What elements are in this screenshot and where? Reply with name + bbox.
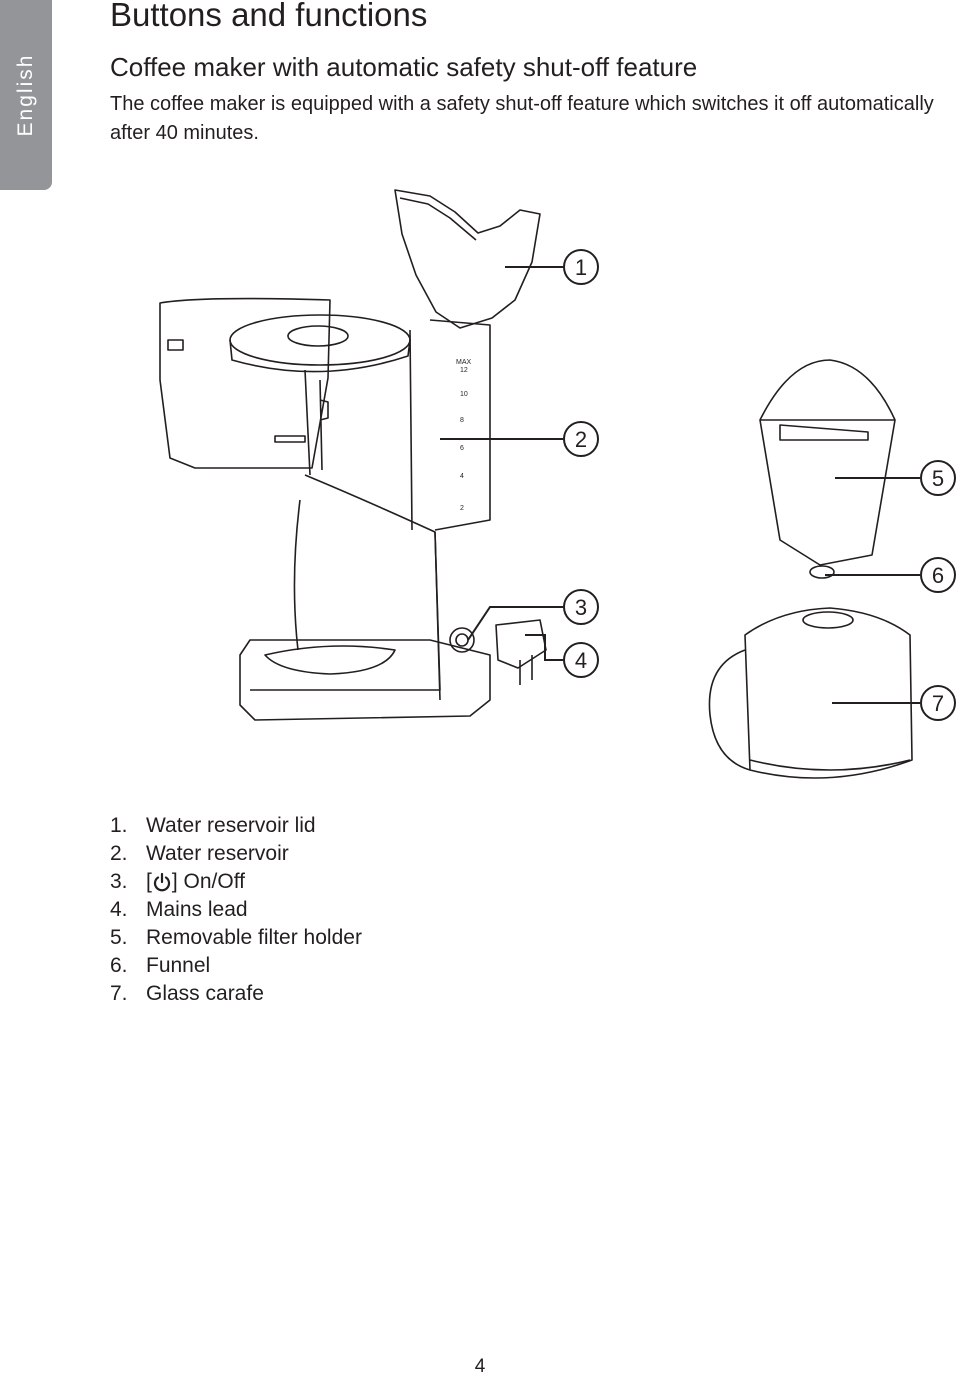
water-scale: MAX 12 10 8 6 4 2 — [456, 359, 472, 512]
carafe-drawing — [744, 607, 913, 779]
legend-item: 4. Mains lead — [110, 896, 362, 924]
svg-text:6: 6 — [932, 563, 944, 588]
language-tab: English — [0, 0, 52, 190]
svg-text:2: 2 — [575, 427, 587, 452]
power-icon — [153, 872, 170, 892]
callout-4: 4 — [563, 642, 599, 678]
callout-7: 7 — [920, 685, 956, 721]
scale-mark: 10 — [460, 391, 468, 398]
legend-text: Water reservoir — [146, 842, 289, 865]
callout-5: 5 — [920, 460, 956, 496]
legend-item: 6. Funnel — [110, 952, 362, 980]
legend-text: Water reservoir lid — [146, 814, 316, 837]
legend-text: Glass carafe — [146, 982, 264, 1005]
legend-number: 6. — [110, 954, 128, 977]
legend-number: 4. — [110, 898, 128, 921]
legend-text: [ — [146, 870, 152, 893]
scale-mark: 6 — [460, 445, 464, 452]
section-subtitle: Coffee maker with automatic safety shut-… — [110, 52, 698, 82]
intro-paragraph: The coffee maker is equipped with a safe… — [110, 93, 934, 144]
callout-6: 6 — [920, 557, 956, 593]
legend-text: Removable filter holder — [146, 926, 362, 949]
lid-drawing — [394, 189, 541, 329]
switch-drawing — [449, 627, 475, 653]
legend-number: 2. — [110, 842, 128, 865]
parts-legend: 1. Water reservoir lid 2. Water reservoir … — [110, 812, 362, 1008]
scale-mark: 2 — [460, 505, 464, 512]
legend-number: 7. — [110, 982, 128, 1005]
svg-text:7: 7 — [932, 691, 944, 716]
scale-mark: 4 — [460, 473, 464, 480]
legend-item: 1. Water reservoir lid — [110, 812, 362, 840]
plug-drawing — [495, 619, 547, 669]
legend-number: 3. — [110, 870, 128, 893]
legend-item: 5. Removable filter holder — [110, 924, 362, 952]
svg-text:5: 5 — [932, 466, 944, 491]
legend-text: Mains lead — [146, 898, 248, 921]
scale-max-label: MAX — [456, 359, 472, 366]
legend-number: 5. — [110, 926, 128, 949]
callout-3: 3 — [563, 589, 599, 625]
coffee-maker-diagram: MAX 12 10 8 6 4 2 1 2 3 4 5 6 7 — [159, 189, 956, 779]
head-drawing — [229, 314, 411, 366]
page-number: 4 — [474, 1356, 486, 1377]
callout-1: 1 — [563, 249, 599, 285]
scale-mark: 8 — [460, 417, 464, 424]
legend-number: 1. — [110, 814, 128, 837]
svg-text:4: 4 — [575, 648, 587, 673]
callout-2: 2 — [563, 421, 599, 457]
language-label: English — [14, 53, 37, 137]
filter-holder-drawing — [759, 419, 896, 566]
legend-item: 7. Glass carafe — [110, 980, 362, 1008]
svg-text:1: 1 — [575, 255, 587, 280]
page-title: Buttons and functions — [110, 0, 428, 33]
legend-text: Funnel — [146, 954, 211, 977]
tank-drawing — [159, 297, 331, 469]
scale-mark: 12 — [460, 367, 468, 374]
legend-item: 2. Water reservoir — [110, 840, 362, 868]
svg-text:3: 3 — [575, 595, 587, 620]
legend-item: 3. [ ] On/Off — [110, 868, 362, 896]
legend-text-after: ] On/Off — [171, 870, 245, 893]
